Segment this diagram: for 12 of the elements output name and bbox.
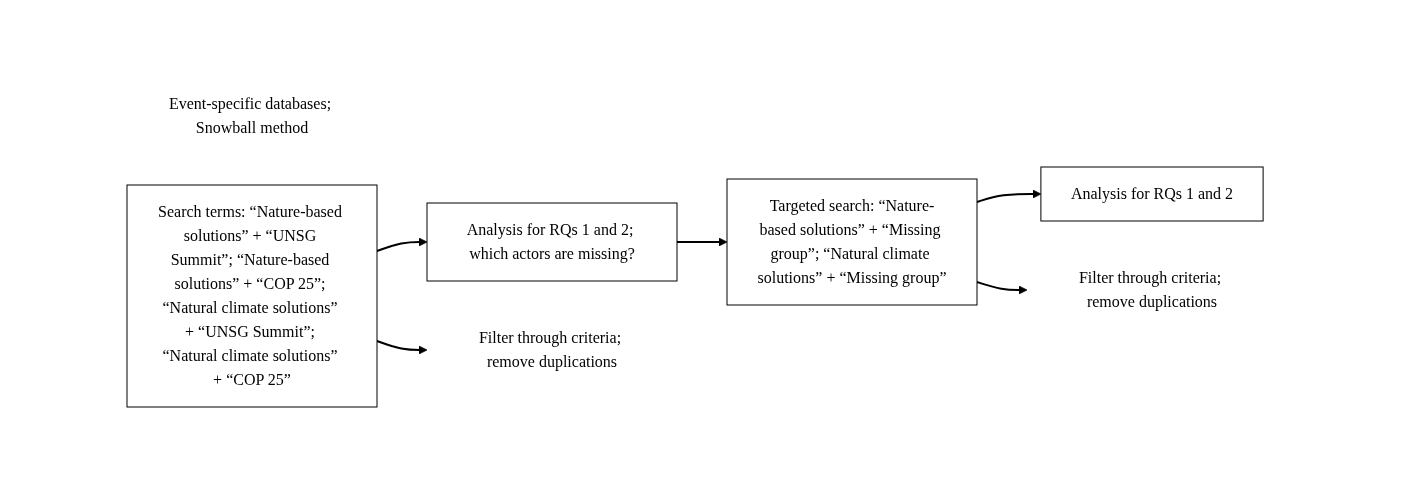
arrow	[376, 339, 428, 354]
node-box: Analysis for RQs 1 and 2	[1040, 166, 1264, 221]
arrow	[976, 280, 1028, 294]
arrow	[976, 189, 1042, 203]
node-text: Filter through criteria; remove duplications	[1078, 268, 1222, 310]
arrow	[376, 237, 428, 252]
node-text: Event-specific databases; Snowball method	[168, 94, 332, 136]
node-box: Targeted search: “Nature-based solutions” + “Missing group”; “Natural climate solutions” + “Missing group”	[726, 178, 978, 305]
node-box: Search terms: “Nature-based solutions” + “UNSG Summit”; “Nature-based solutions” + “COP 25”; “Natural climate solutions” + “UNSG Summit”; “Natural climate solutions” + “COP 25”	[126, 184, 378, 407]
node-text: Filter through criteria; remove duplications	[478, 328, 622, 370]
arrow	[676, 237, 728, 246]
node-box: Analysis for RQs 1 and 2; which actors are missing?	[426, 202, 678, 281]
